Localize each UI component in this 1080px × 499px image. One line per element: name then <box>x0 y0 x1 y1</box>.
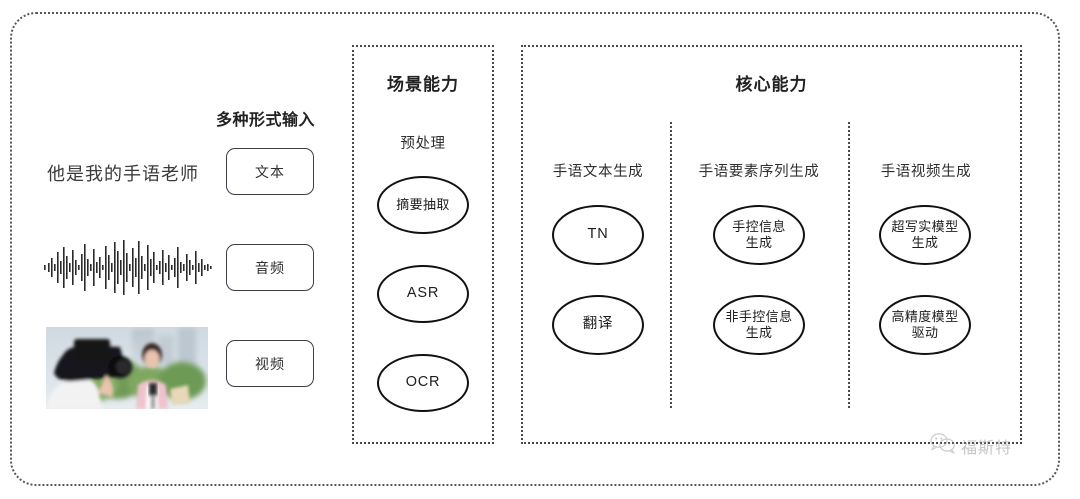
core-column-divider-1 <box>670 122 672 408</box>
node-label: 高精度模型驱动 <box>891 309 959 340</box>
core-node-highprecision-model[interactable]: 高精度模型驱动 <box>879 295 971 355</box>
modality-label: 音频 <box>255 259 285 276</box>
core-panel-title: 核心能力 <box>735 75 808 94</box>
video-thumbnail-icon <box>46 327 208 409</box>
modality-label: 视频 <box>255 355 285 372</box>
core-capability-panel: 核心能力 <box>521 45 1022 444</box>
outer-frame <box>10 12 1060 486</box>
node-label: 非手控信息生成 <box>725 309 793 340</box>
core-node-nonmanual-info[interactable]: 非手控信息生成 <box>713 295 805 355</box>
node-label: 翻译 <box>582 316 614 333</box>
modality-box-text[interactable]: 文本 <box>226 148 314 195</box>
scene-node-summary[interactable]: 摘要抽取 <box>377 176 469 234</box>
node-label: 手控信息生成 <box>732 219 786 250</box>
core-node-manual-info[interactable]: 手控信息生成 <box>713 205 805 265</box>
core-column-label-video-generation: 手语视频生成 <box>880 164 972 180</box>
core-node-translate[interactable]: 翻译 <box>552 295 644 355</box>
watermark: 福斯特 <box>930 432 1012 459</box>
input-sentence-text: 他是我的手语老师 <box>47 164 199 184</box>
node-label: 摘要抽取 <box>396 197 450 213</box>
core-column-label-text-generation: 手语文本生成 <box>552 164 644 180</box>
core-column-label-element-sequence: 手语要素序列生成 <box>698 164 820 180</box>
scene-column-label-preprocess: 预处理 <box>400 136 446 152</box>
modality-label: 文本 <box>255 163 285 180</box>
core-node-tn[interactable]: TN <box>552 205 644 265</box>
core-column-divider-2 <box>848 122 850 408</box>
waveform-icon <box>42 238 214 296</box>
modality-box-video[interactable]: 视频 <box>226 340 314 387</box>
modality-box-audio[interactable]: 音频 <box>226 244 314 291</box>
scene-capability-panel: 场景能力 <box>352 45 494 444</box>
node-label: TN <box>587 226 609 243</box>
node-label: 超写实模型生成 <box>891 219 959 250</box>
node-label: ASR <box>406 285 440 302</box>
wechat-icon <box>930 432 956 459</box>
core-node-photoreal-model[interactable]: 超写实模型生成 <box>879 205 971 265</box>
scene-node-asr[interactable]: ASR <box>377 265 469 323</box>
watermark-text: 福斯特 <box>961 439 1013 457</box>
input-section-title: 多种形式输入 <box>216 112 316 129</box>
scene-panel-title: 场景能力 <box>387 75 459 94</box>
scene-node-ocr[interactable]: OCR <box>377 354 469 412</box>
node-label: OCR <box>405 374 441 391</box>
